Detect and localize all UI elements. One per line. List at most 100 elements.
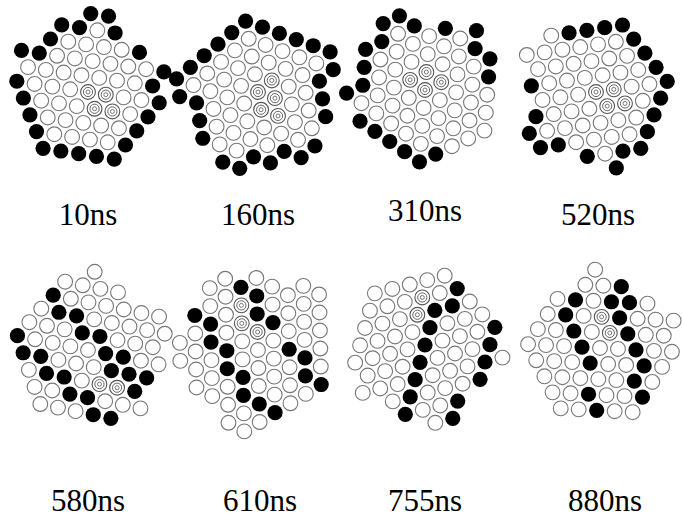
open-particle xyxy=(63,339,78,354)
open-particle xyxy=(348,355,363,370)
concentric-core xyxy=(415,313,419,317)
black-particle xyxy=(533,140,548,155)
open-particle xyxy=(611,113,626,128)
open-particle xyxy=(189,380,204,395)
black-particle xyxy=(246,149,261,164)
open-particle xyxy=(393,312,408,327)
black-particle xyxy=(43,31,58,46)
concentric-core xyxy=(239,303,243,307)
open-particle xyxy=(400,342,415,357)
open-particle xyxy=(260,138,275,153)
open-particle xyxy=(478,105,493,120)
time-label-box: 310ns xyxy=(388,195,462,226)
open-particle xyxy=(464,95,479,110)
black-particle xyxy=(192,113,207,128)
open-particle xyxy=(560,73,575,88)
concentric-particle xyxy=(602,326,617,341)
black-particle xyxy=(382,134,397,149)
concentric-particle xyxy=(418,83,433,98)
open-particle xyxy=(571,402,586,417)
open-particle xyxy=(399,126,414,141)
open-particle xyxy=(173,353,188,368)
concentric-particle xyxy=(271,109,286,124)
open-particle xyxy=(282,360,297,375)
open-particle xyxy=(34,93,49,108)
black-particle xyxy=(51,305,66,320)
open-particle xyxy=(462,113,477,128)
open-particle xyxy=(598,146,613,161)
open-particle xyxy=(602,51,617,66)
open-particle xyxy=(540,123,555,138)
black-particle xyxy=(39,366,54,381)
open-particle xyxy=(438,381,453,396)
black-particle xyxy=(232,161,247,176)
open-particle xyxy=(45,383,60,398)
open-particle xyxy=(81,343,96,358)
black-particle xyxy=(469,23,484,38)
concentric-particle xyxy=(254,102,269,117)
black-particle xyxy=(640,124,655,139)
open-particle xyxy=(283,378,298,393)
open-particle xyxy=(115,397,130,412)
open-particle xyxy=(453,31,468,46)
particle-cluster xyxy=(521,262,681,419)
black-particle xyxy=(101,9,116,24)
open-particle xyxy=(112,121,127,136)
black-particle xyxy=(89,149,104,164)
black-particle xyxy=(635,389,650,404)
open-particle xyxy=(529,353,544,368)
concentric-core xyxy=(270,78,274,82)
concentric-core xyxy=(104,93,108,97)
concentric-core xyxy=(408,78,412,82)
open-particle xyxy=(389,44,404,59)
open-particle xyxy=(99,299,114,314)
black-particle xyxy=(392,8,407,23)
open-particle xyxy=(203,299,218,314)
black-particle xyxy=(583,355,598,370)
open-particle xyxy=(96,40,111,55)
black-particle xyxy=(438,21,453,36)
open-particle xyxy=(449,85,464,100)
concentric-core xyxy=(97,382,101,386)
concentric-ring xyxy=(112,383,121,392)
open-particle xyxy=(370,334,385,349)
open-particle xyxy=(231,61,246,76)
open-particle xyxy=(553,401,568,416)
time-label: 310ns xyxy=(388,193,462,228)
black-particle xyxy=(648,60,663,75)
open-particle xyxy=(432,93,447,108)
black-particle xyxy=(357,60,372,75)
open-particle xyxy=(385,282,400,297)
open-particle xyxy=(557,339,572,354)
open-particle xyxy=(620,48,635,63)
open-particle xyxy=(401,90,416,105)
open-particle xyxy=(27,380,42,395)
open-particle xyxy=(313,341,328,356)
concentric-particle xyxy=(434,75,449,90)
open-particle xyxy=(218,271,233,286)
open-particle xyxy=(435,57,450,72)
open-particle xyxy=(98,394,113,409)
open-particle xyxy=(547,354,562,369)
black-particle xyxy=(633,141,648,156)
black-particle xyxy=(16,345,31,360)
open-particle xyxy=(237,424,252,439)
open-particle xyxy=(38,62,53,77)
open-particle xyxy=(74,68,89,83)
concentric-ring xyxy=(108,107,117,116)
particle-cluster xyxy=(9,6,171,167)
open-particle xyxy=(593,115,608,130)
black-particle xyxy=(472,372,487,387)
black-particle xyxy=(408,372,423,387)
open-particle xyxy=(460,359,475,374)
open-particle xyxy=(114,42,129,57)
open-particle xyxy=(387,80,402,95)
open-particle xyxy=(575,118,590,133)
black-particle xyxy=(210,37,225,52)
concentric-particle xyxy=(264,73,279,88)
open-particle xyxy=(296,296,311,311)
black-particle xyxy=(224,25,239,40)
black-particle xyxy=(107,151,122,166)
open-particle xyxy=(21,60,36,75)
open-particle xyxy=(205,389,220,404)
